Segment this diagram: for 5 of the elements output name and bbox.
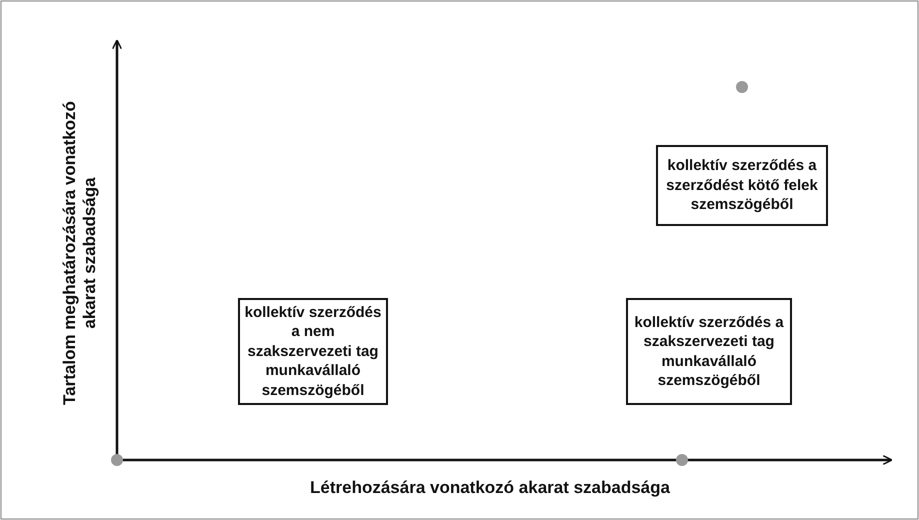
text-box: kollektív szerződés a nem szakszervezeti tag munkavállaló szemszögéből — [238, 298, 388, 405]
axis-title: Létrehozására vonatkozó akarat szabadsága — [309, 478, 671, 498]
text-box: kollektív szerződés a szakszervezeti tag munkavállaló szemszögéből — [626, 298, 792, 405]
text-box: kollektív szerződés a szerződést kötő felek szemszögéből — [656, 145, 828, 226]
axis-title: Tartalom meghatározására vonatkozó akarat szabadsága — [60, 100, 100, 407]
